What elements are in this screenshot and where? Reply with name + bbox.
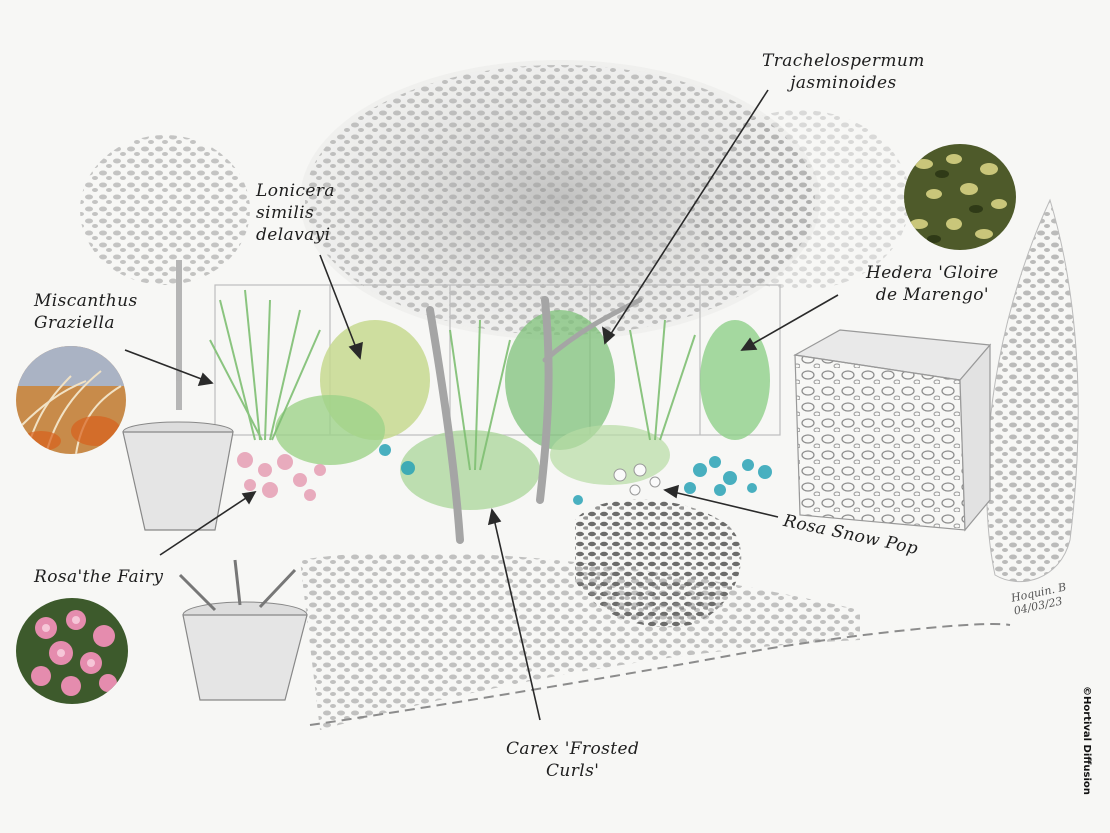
conifer <box>986 198 1079 583</box>
miscanthus-photo <box>16 346 126 454</box>
label-miscanthus: Miscanthus Graziella <box>34 291 138 333</box>
front-planter <box>178 559 308 701</box>
rosa-snow-pop-flowers <box>613 463 661 496</box>
label-hedera: Hedera 'Gloire de Marengo' <box>866 263 999 305</box>
hedera-photo <box>904 144 1016 250</box>
ornamental-grasses <box>209 289 696 471</box>
bed-edging <box>309 623 1011 726</box>
green-foliage <box>275 310 770 510</box>
rose-fairy-flowers <box>237 452 326 501</box>
label-trachelospermum: Trachelospermum jasminoides <box>762 51 925 93</box>
left-planter <box>122 421 234 531</box>
label-lonicera: Lonicera similis delavayi <box>256 181 335 245</box>
label-carex: Carex 'Frosted Curls' <box>506 739 640 781</box>
blue-flowers <box>379 444 772 505</box>
annotation-arrows <box>124 89 839 721</box>
rosa-fairy-photo <box>16 598 128 704</box>
background-trees <box>80 60 910 410</box>
lower-bed <box>300 552 860 730</box>
gabion-cube <box>793 329 992 532</box>
copyright-credit: ©Hortival Diffusion <box>1081 686 1092 795</box>
label-rosa-fairy: Rosa'the Fairy <box>34 567 164 587</box>
